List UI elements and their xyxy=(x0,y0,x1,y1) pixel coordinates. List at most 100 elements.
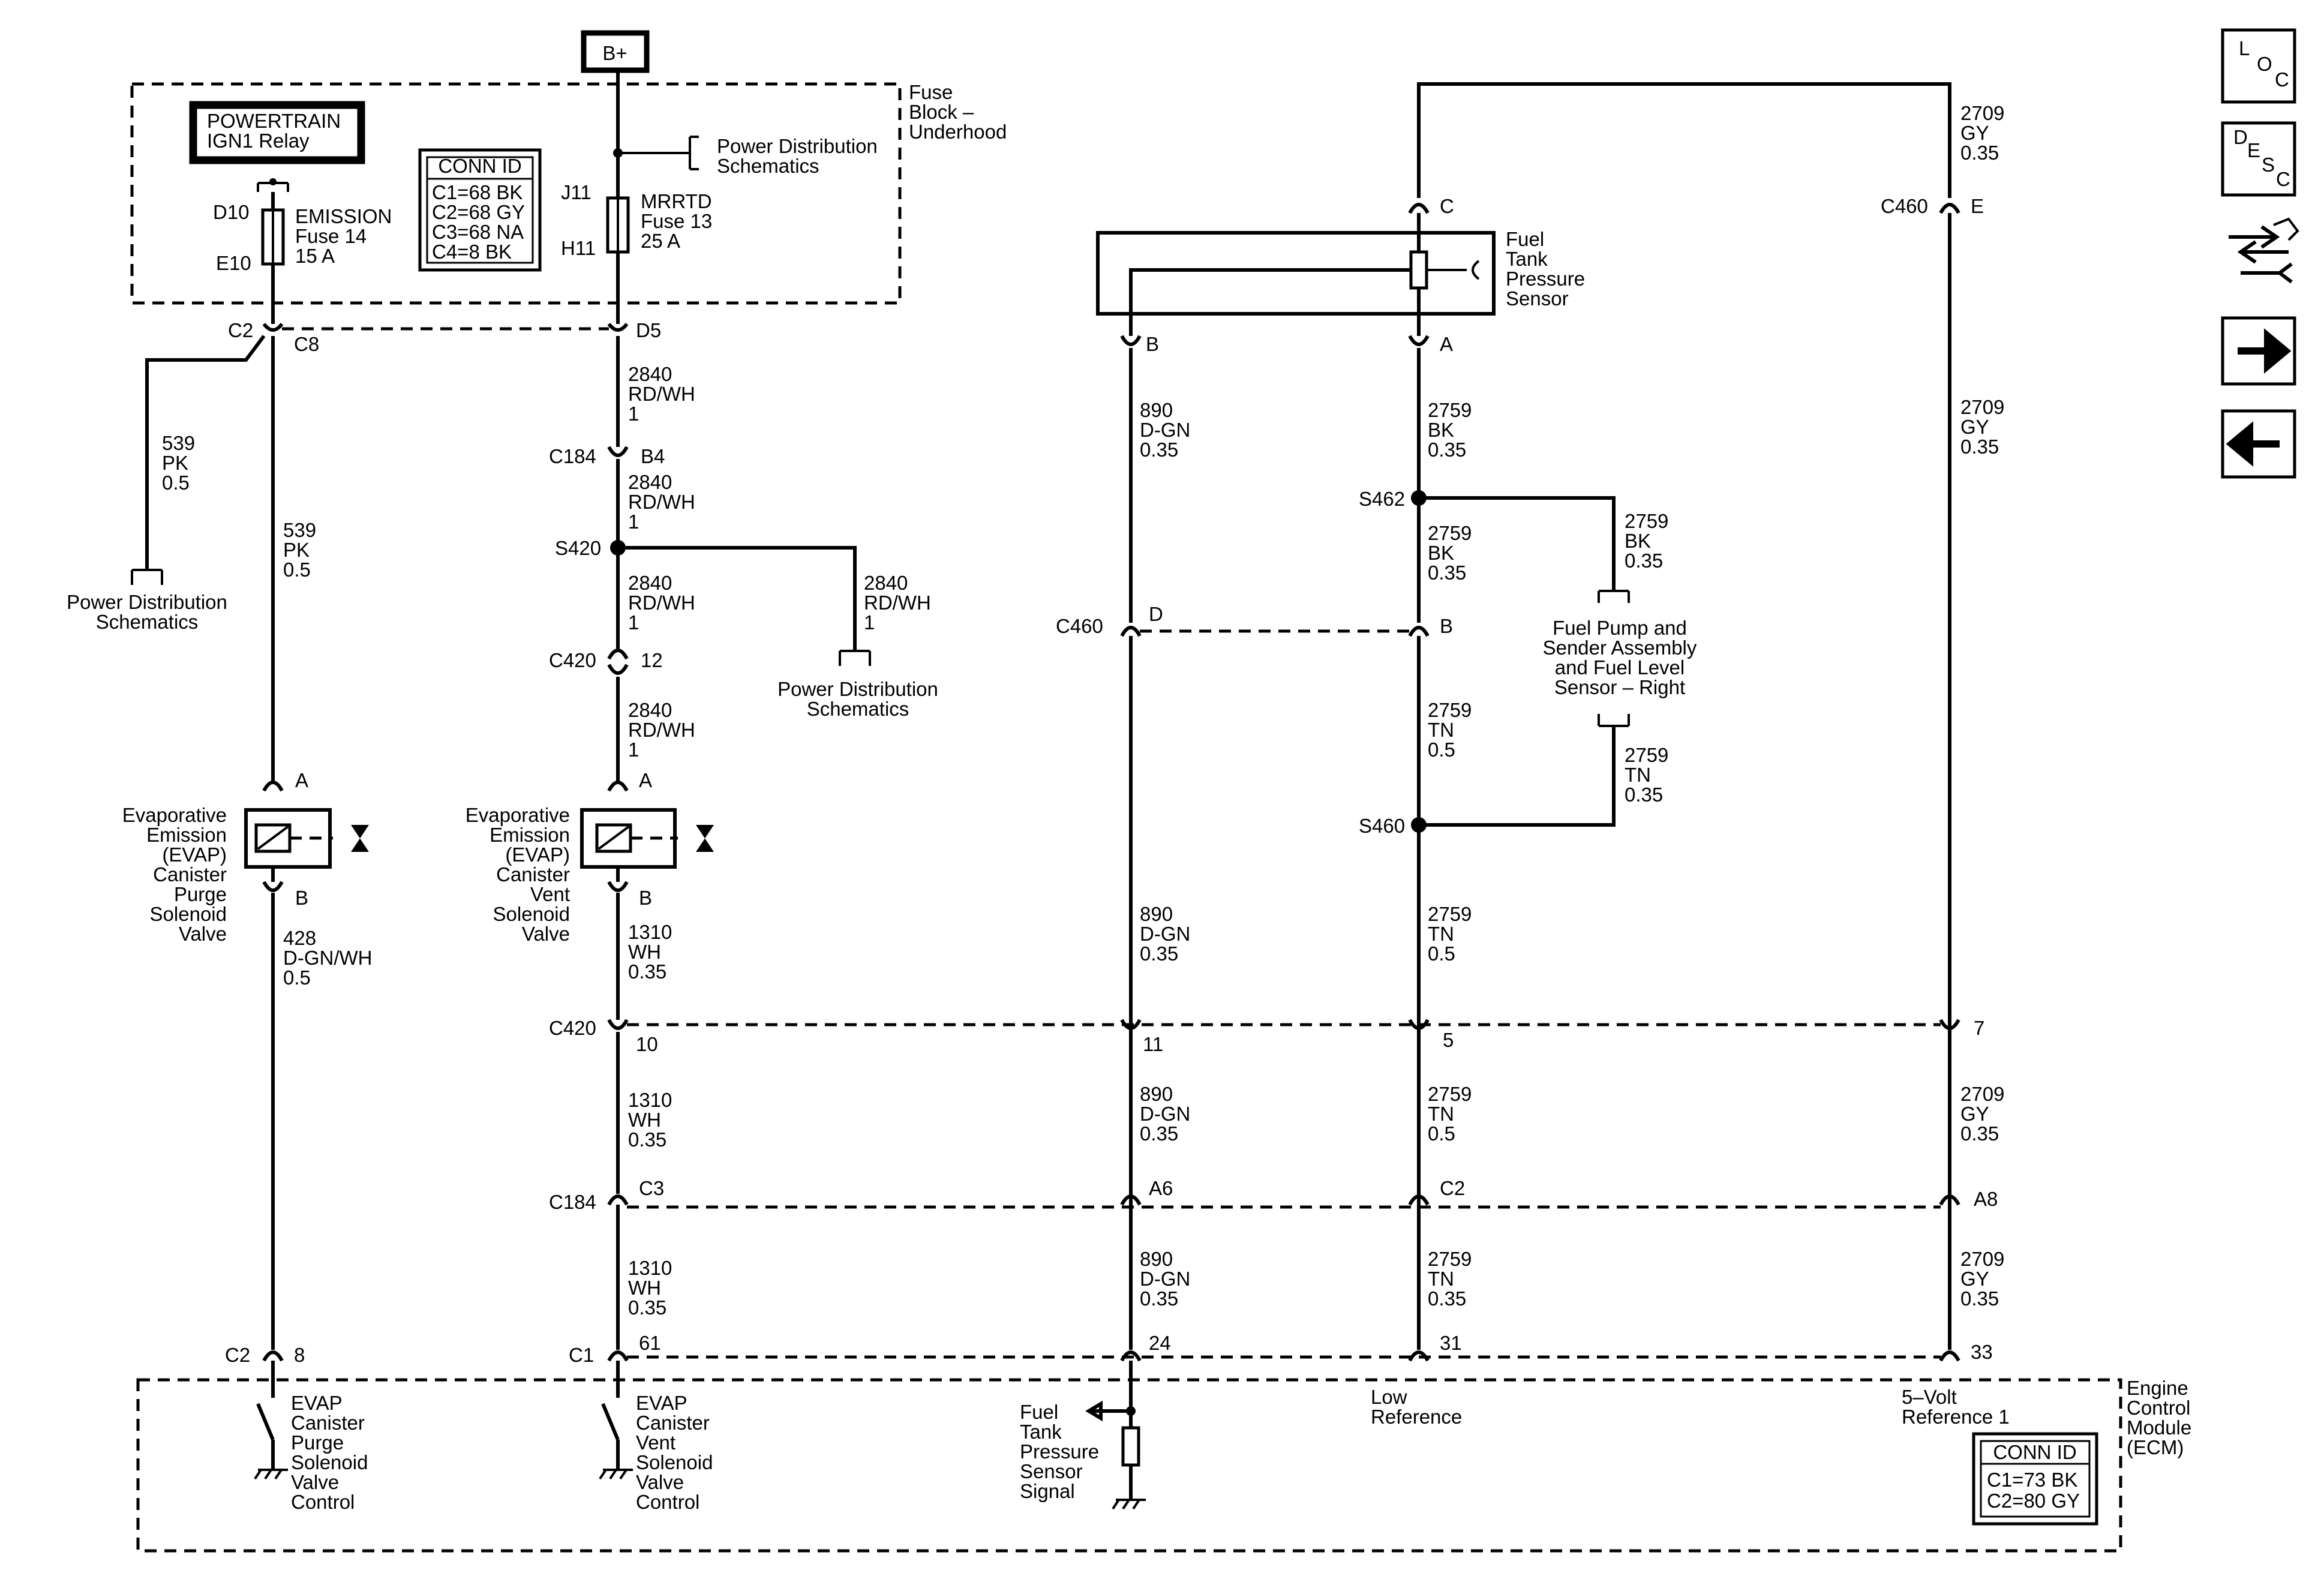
ecm-purge-control-driver xyxy=(254,1361,288,1480)
relay-label-2: IGN1 Relay xyxy=(207,130,310,152)
evap-vent-solenoid-valve xyxy=(580,808,714,869)
location-button[interactable]: L O C xyxy=(2221,28,2296,104)
wire-label: 890 xyxy=(1140,903,1173,925)
svg-text:Valve: Valve xyxy=(179,923,227,945)
wire-label: GY xyxy=(1960,416,1989,438)
ecm-pin-24: 24 xyxy=(1149,1332,1171,1354)
fuse-conn-row: C2=68 GY xyxy=(432,201,525,223)
pds-mid-label-2: Schematics xyxy=(807,698,909,720)
pds-left-label-1: Power Distribution xyxy=(67,591,227,613)
wire-label: D-GN xyxy=(1140,1103,1190,1125)
wire-label: 0.5 xyxy=(283,559,311,581)
svg-text:Engine: Engine xyxy=(2127,1377,2188,1399)
mrrtd-fuse-13: J11 H11 MRRTD Fuse 13 25 A xyxy=(561,70,712,324)
wire-label: 890 xyxy=(1140,1083,1173,1105)
wire-label: 2759 xyxy=(1428,1083,1472,1105)
wire-label: TN xyxy=(1625,764,1651,786)
fuse-block-label-1: Fuse xyxy=(909,81,953,103)
wire-label: 0.5 xyxy=(283,966,311,989)
pds-top-label-1: Power Distribution xyxy=(717,135,878,157)
conn-pin-c: C xyxy=(1440,195,1454,217)
purge-pin-a: A xyxy=(295,769,308,791)
svg-text:Control: Control xyxy=(2127,1397,2190,1419)
wire-label: 2709 xyxy=(1960,1083,2004,1105)
wire-label: RD/WH xyxy=(628,592,695,614)
wire-label: 0.35 xyxy=(1140,1287,1178,1310)
valve-icon xyxy=(696,825,714,852)
wire-label: 2709 xyxy=(1960,1248,2004,1270)
fuse13-label-2: Fuse 13 xyxy=(641,210,712,232)
wire-label: 2840 xyxy=(628,363,672,385)
wire-label: D-GN xyxy=(1140,419,1190,441)
wire-label: GY xyxy=(1960,1103,1989,1125)
wire-label: RD/WH xyxy=(628,491,695,513)
conn-d5-label: D5 xyxy=(636,319,661,341)
svg-text:Low: Low xyxy=(1371,1386,1407,1408)
conn-c8-label: C8 xyxy=(294,333,319,355)
svg-text:Emission: Emission xyxy=(490,824,570,846)
wire-label: 0.35 xyxy=(1140,1122,1178,1145)
ecm-conn-row: C1=73 BK xyxy=(1987,1469,2077,1491)
svg-text:Valve: Valve xyxy=(636,1471,684,1493)
svg-text:Solenoid: Solenoid xyxy=(493,903,570,925)
ecm-conn-row: C2=80 GY xyxy=(1987,1490,2080,1512)
wire-label: BK xyxy=(1428,542,1454,564)
wire-label: WH xyxy=(628,1109,661,1131)
next-page-arrow-icon[interactable] xyxy=(2221,316,2296,386)
svg-text:Valve: Valve xyxy=(291,1471,339,1493)
wire-label: 2759 xyxy=(1428,522,1472,544)
svg-text:EVAP: EVAP xyxy=(636,1392,687,1414)
desc-letter-s: S xyxy=(2262,154,2275,176)
conn-pin-d: D xyxy=(1149,603,1163,625)
vent-pin-a: A xyxy=(639,769,652,791)
ecm-conn-title: CONN ID xyxy=(1993,1441,2076,1463)
wire-label: 1 xyxy=(628,739,639,761)
svg-text:(ECM): (ECM) xyxy=(2127,1436,2184,1458)
svg-text:Tank: Tank xyxy=(1020,1421,1062,1443)
pds-left-label-2: Schematics xyxy=(96,611,199,633)
sensor-pin-b: B xyxy=(1146,333,1159,355)
svg-text:Tank: Tank xyxy=(1506,248,1548,270)
fuel-tank-sensor-label: Fuel Tank Pressure Sensor xyxy=(1506,228,1585,310)
svg-text:(EVAP): (EVAP) xyxy=(505,843,570,866)
powertrain-ign1-relay: POWERTRAIN IGN1 Relay xyxy=(189,101,365,164)
wire-label: 0.35 xyxy=(1428,439,1466,461)
fuse14-top-pin: D10 xyxy=(213,201,250,223)
description-button[interactable]: D E S C xyxy=(2221,121,2296,197)
conn-c460-top-label: C460 xyxy=(1881,195,1928,217)
connector-c420-12 xyxy=(607,664,629,675)
ecm-ftp-signal-input xyxy=(1085,1361,1146,1510)
conn-c184-label: C184 xyxy=(549,445,596,467)
conn-pin-c2: C2 xyxy=(1440,1177,1465,1199)
conn-c2-label: C2 xyxy=(228,319,253,341)
wire-label: 2840 xyxy=(628,572,672,594)
previous-page-arrow-icon[interactable] xyxy=(2221,409,2296,479)
wire-label: 2840 xyxy=(628,699,672,721)
wire-label: 1 xyxy=(628,403,639,425)
svg-text:Purge: Purge xyxy=(291,1431,344,1454)
conn-c184-lower-label: C184 xyxy=(549,1191,596,1213)
fuse13-bottom-pin: H11 xyxy=(561,237,596,259)
conn-pin-11: 11 xyxy=(1143,1033,1163,1055)
connector-end-view-icon[interactable] xyxy=(2229,217,2299,284)
fuse14-label-2: Fuse 14 xyxy=(295,225,367,247)
wire-label: TN xyxy=(1428,719,1454,741)
ecm-pin-61: 61 xyxy=(639,1332,661,1354)
svg-text:Pressure: Pressure xyxy=(1506,268,1585,290)
fuse-conn-row: C3=68 NA xyxy=(432,221,524,243)
wire-label: 2759 xyxy=(1625,744,1668,766)
wire-label: 2840 xyxy=(864,572,908,594)
svg-text:Canister: Canister xyxy=(153,863,227,885)
svg-text:Sender Assembly: Sender Assembly xyxy=(1543,637,1697,659)
relay-label-1: POWERTRAIN xyxy=(207,110,341,132)
splice-s460 xyxy=(1411,817,1427,833)
ecm-conn-c1-label: C1 xyxy=(569,1344,594,1366)
svg-text:Canister: Canister xyxy=(291,1412,365,1434)
purge-pin-b: B xyxy=(295,887,308,909)
svg-text:Pressure: Pressure xyxy=(1020,1440,1099,1463)
ground-icon xyxy=(254,1469,288,1480)
wire-label: BK xyxy=(1625,530,1651,552)
splice-s462-label: S462 xyxy=(1359,488,1405,510)
svg-text:(EVAP): (EVAP) xyxy=(162,843,227,866)
loc-letter-o: O xyxy=(2257,53,2272,75)
